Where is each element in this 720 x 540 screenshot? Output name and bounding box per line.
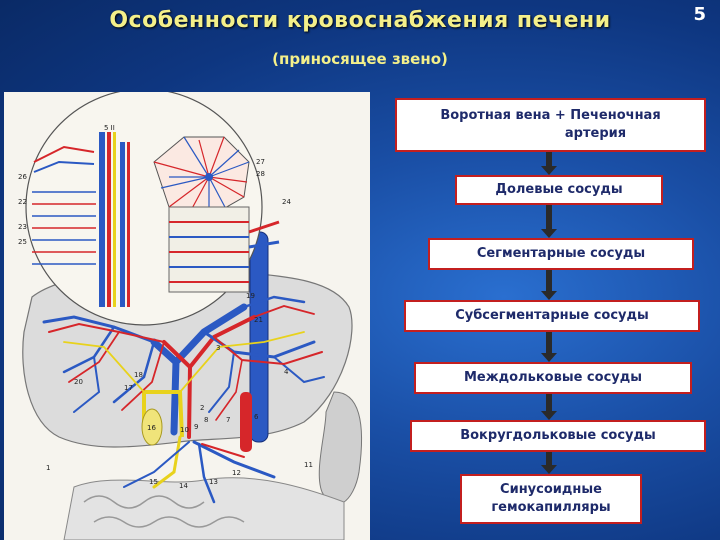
svg-text:27: 27	[256, 158, 265, 166]
flow-step-subsegmental-vessels: Субсегментарные сосуды	[404, 300, 700, 332]
flow-step-text: Воротная вена + Печеночная	[440, 107, 660, 125]
liver-illustration-svg: 5 II 26 22 24 23 25 27 28 21 19 20 17 18…	[4, 92, 370, 540]
svg-text:7: 7	[226, 416, 230, 424]
intestine-shape	[64, 478, 344, 540]
svg-text:21: 21	[254, 316, 263, 324]
flow-step-text: Синусоидные	[500, 481, 602, 499]
slide-title: Особенности кровоснабжения печени	[0, 8, 720, 33]
svg-text:20: 20	[74, 378, 83, 386]
svg-text:1: 1	[46, 464, 50, 472]
svg-text:24: 24	[282, 198, 291, 206]
svg-text:12: 12	[232, 469, 241, 477]
liver-blood-supply-illustration: 5 II 26 22 24 23 25 27 28 21 19 20 17 18…	[4, 92, 370, 540]
flow-step-portal-vein: Воротная вена + Печеночная артерия	[395, 98, 706, 152]
svg-text:9: 9	[194, 423, 198, 431]
svg-text:28: 28	[256, 170, 265, 178]
down-arrow-icon	[541, 152, 557, 175]
flow-step-interlobular-vessels: Междольковые сосуды	[414, 362, 692, 394]
svg-text:6: 6	[254, 413, 259, 421]
svg-text:2: 2	[200, 404, 204, 412]
svg-text:17: 17	[124, 384, 133, 392]
down-arrow-icon	[541, 332, 557, 362]
flow-step-perilobular-vessels: Вокругдольковые сосуды	[410, 420, 706, 452]
svg-text:14: 14	[179, 482, 188, 490]
svg-text:23: 23	[18, 223, 27, 231]
svg-text:11: 11	[304, 461, 313, 469]
svg-text:19: 19	[246, 292, 255, 300]
svg-text:22: 22	[18, 198, 27, 206]
flow-step-text: гемокапилляры	[491, 499, 610, 517]
svg-text:25: 25	[18, 238, 27, 246]
svg-text:26: 26	[18, 173, 27, 181]
figure-label-top: 5 II	[104, 124, 115, 132]
svg-text:13: 13	[209, 478, 218, 486]
flow-step-text: Вокругдольковые сосуды	[460, 427, 656, 445]
down-arrow-icon	[541, 394, 557, 420]
svg-text:16: 16	[147, 424, 156, 432]
lobule-column	[169, 207, 249, 292]
svg-text:3: 3	[216, 344, 220, 352]
flow-step-lobar-vessels: Долевые сосуды	[455, 175, 663, 205]
slide-subtitle: (приносящее звено)	[0, 50, 720, 68]
flow-step-sinusoid-capillaries: Синусоидные гемокапилляры	[460, 474, 642, 524]
down-arrow-icon	[541, 270, 557, 300]
svg-text:18: 18	[134, 371, 143, 379]
svg-text:10: 10	[180, 426, 189, 434]
down-arrow-icon	[541, 205, 557, 238]
flow-step-text: Междольковые сосуды	[464, 369, 642, 387]
down-arrow-icon	[541, 452, 557, 474]
svg-text:15: 15	[149, 478, 158, 486]
aorta	[240, 392, 252, 452]
flow-step-segmental-vessels: Сегментарные сосуды	[428, 238, 694, 270]
flow-step-text: Сегментарные сосуды	[477, 245, 645, 263]
flow-step-text: Субсегментарные сосуды	[455, 307, 649, 325]
flow-step-text: артерия	[475, 125, 626, 143]
vena-cava	[250, 232, 268, 442]
svg-text:4: 4	[284, 368, 289, 376]
stomach-shape	[319, 392, 361, 505]
svg-text:8: 8	[204, 416, 208, 424]
slide-number: 5	[693, 4, 706, 25]
flow-step-text: Долевые сосуды	[495, 181, 622, 199]
